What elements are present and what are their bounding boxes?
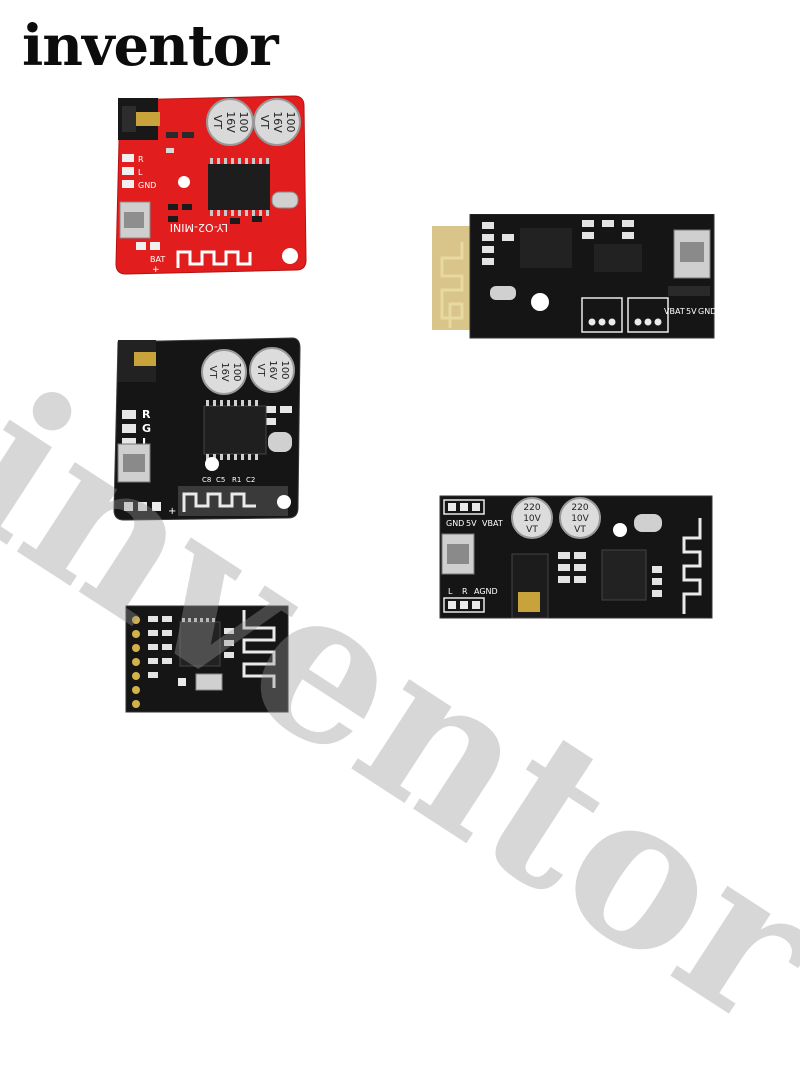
- cap-2-value: 220: [571, 503, 588, 513]
- cap-1-voltage: 16V: [224, 111, 237, 133]
- cap-2-brand: VT: [574, 525, 586, 535]
- cap-1-value: 100: [231, 362, 242, 381]
- pin-label-r: R: [462, 587, 468, 596]
- label-c2: C2: [246, 476, 255, 484]
- pin-label-gnd: GND: [446, 519, 464, 528]
- long-bottom-board: GND 5V VBAT L R AGND 220 10V VT 220 10V …: [439, 495, 713, 619]
- pin-label-r: R: [138, 155, 144, 164]
- product-photo: inventor 100 16V VT 100 16V VT R L GND: [0, 13, 800, 1072]
- cap-2-voltage: 10V: [571, 514, 589, 524]
- cap-1-brand: VT: [207, 366, 218, 380]
- cap-1-brand: VT: [526, 525, 538, 535]
- cap-1-brand: VT: [211, 115, 224, 130]
- pin-label-vbat: VBAT: [664, 307, 685, 316]
- small-module-board: [125, 605, 289, 713]
- pin-label-l: L: [138, 168, 143, 177]
- black-mini-board: 100 16V VT 100 16V VT R G L C8 C5: [113, 337, 301, 521]
- cap-2-voltage: 16V: [271, 111, 284, 133]
- pin-label-agnd: AGND: [474, 587, 498, 596]
- cap-2-value: 100: [279, 360, 290, 379]
- plus-label: +: [152, 265, 160, 275]
- pin-label-gnd: GND: [698, 307, 716, 316]
- pin-label-vbat: VBAT: [482, 519, 503, 528]
- red-mini-board: 100 16V VT 100 16V VT R L GND: [115, 95, 307, 275]
- board-model-label: LY-O2-MINI: [170, 221, 228, 234]
- cap-2-value: 100: [284, 112, 297, 133]
- pin-label-gnd: GND: [138, 181, 156, 190]
- long-top-board: VBAT 5V GND: [432, 214, 716, 339]
- label-r1: R1: [232, 476, 241, 484]
- brand-logo: inventor: [22, 13, 279, 79]
- cap-2-brand: VT: [255, 364, 266, 378]
- cap-1-voltage: 16V: [219, 362, 230, 382]
- cap-1-voltage: 10V: [523, 514, 541, 524]
- cap-2-brand: VT: [258, 115, 271, 130]
- pin-label-l: L: [142, 436, 149, 449]
- pin-label-r: R: [142, 408, 151, 421]
- pin-label-g: G: [142, 422, 151, 435]
- label-c5: C5: [216, 476, 225, 484]
- plus-label: +: [168, 506, 176, 517]
- cap-1-value: 220: [523, 503, 540, 513]
- label-c8: C8: [202, 476, 211, 484]
- pin-label-l: L: [448, 587, 453, 596]
- pin-label-5v: 5V: [466, 519, 477, 528]
- cap-1-value: 100: [237, 112, 250, 133]
- pin-label-5v: 5V: [686, 307, 697, 316]
- bat-label: BAT: [150, 255, 165, 264]
- cap-2-voltage: 16V: [267, 360, 278, 380]
